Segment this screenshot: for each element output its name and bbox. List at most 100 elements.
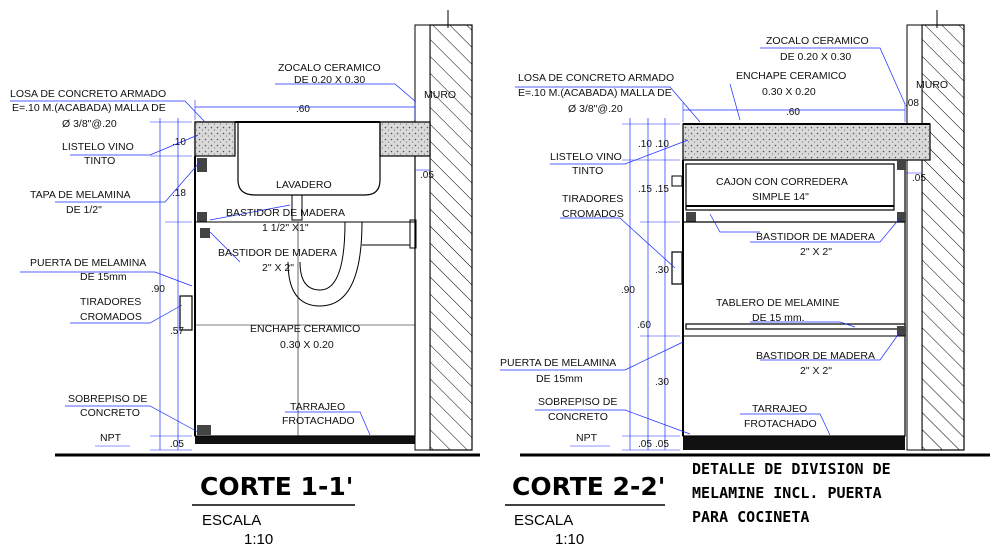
dim-width-r: .60 (786, 107, 800, 118)
label-sobrepiso-1: SOBREPISO DE (68, 393, 147, 405)
label-tarrajeo-2: FROTACHADO (282, 415, 355, 427)
escala-label-1: ESCALA (202, 512, 261, 529)
label-zocalo-1-r: ZOCALO CERAMICO (766, 35, 869, 47)
countertop-slab-2 (682, 123, 931, 161)
dim-05: .05 (170, 439, 184, 450)
frame-mid-left (686, 212, 696, 222)
label-bastidor-2b: 2" X 2" (262, 262, 294, 274)
section-corte-2: LOSA DE CONCRETO ARMADO E=.10 M.(ACABADA… (500, 10, 990, 548)
dim-10a-r: .10 (638, 139, 652, 150)
cabinet-body (194, 121, 416, 437)
label-losa-2-r: E=.10 M.(ACABADA) MALLA DE (518, 87, 672, 99)
shelf-board (685, 323, 906, 330)
label-listelo-1: LISTELO VINO (62, 141, 134, 153)
dim-width: .60 (296, 104, 310, 115)
escala-ratio-1: 1:10 (244, 531, 273, 548)
label-npt-r: NPT (576, 432, 598, 444)
label-bastidor-1a-r: BASTIDOR DE MADERA (756, 231, 875, 243)
escala-ratio-2: 1:10 (555, 531, 584, 548)
dim-15b-r: .15 (655, 184, 669, 195)
label-zocalo-2: DE 0.20 X 0.30 (294, 74, 365, 86)
dim-wall-a-r: .08 (905, 98, 919, 109)
label-bastidor-2a-r: BASTIDOR DE MADERA (756, 350, 875, 362)
label-tarrajeo-1-r: TARRAJEO (752, 403, 807, 415)
label-losa-3: Ø 3/8"@.20 (62, 118, 117, 130)
label-losa-2: E=.10 M.(ACABADA) MALLA DE (12, 102, 166, 114)
sobrepiso-slab-2 (683, 436, 905, 450)
escala-label-2: ESCALA (514, 512, 573, 529)
label-sobrepiso-2: CONCRETO (80, 407, 140, 419)
door-handle (179, 295, 193, 331)
note-line-1: DETALLE DE DIVISION DE (692, 460, 891, 478)
note-line-3: PARA COCINETA (692, 508, 809, 526)
label-bastidor-2b-r: 2" X 2" (800, 365, 832, 377)
label-tablero-2: DE 15 mm. (752, 312, 805, 324)
wall-right (429, 24, 473, 451)
label-listelo-2: TINTO (84, 155, 115, 167)
label-bastidor-2a: BASTIDOR DE MADERA (218, 247, 337, 259)
title-corte-2: CORTE 2-2' (512, 472, 665, 501)
label-tiradores-1-r: TIRADORES (562, 193, 623, 205)
p-trap (287, 221, 411, 307)
dim-10: .10 (172, 137, 186, 148)
label-losa-1: LOSA DE CONCRETO ARMADO (10, 88, 166, 100)
dim-30a-r: .30 (655, 265, 669, 276)
label-bastidor-1a: BASTIDOR DE MADERA (226, 207, 345, 219)
sink-bowl (237, 122, 381, 196)
dim-wall: .05 (420, 170, 434, 181)
bastidor-left-mid (197, 212, 207, 222)
dim-05a-r: .05 (638, 439, 652, 450)
label-puerta-1-r: PUERTA DE MELAMINA (500, 357, 616, 369)
label-bastidor-1b-r: 2" X 2" (800, 246, 832, 258)
countertop-slab-right (379, 121, 431, 157)
label-puerta-2-r: DE 15mm (536, 373, 583, 385)
label-enchape-1: ENCHAPE CERAMICO (250, 323, 360, 335)
pipe-outlet (409, 219, 417, 249)
label-tarrajeo-1: TARRAJEO (290, 401, 345, 413)
label-muro: MURO (424, 89, 456, 101)
note-line-2: MELAMINE INCL. PUERTA (692, 484, 882, 502)
frame-shelf-right (897, 326, 906, 336)
dim-60-r: .60 (637, 320, 651, 331)
label-tablero-1: TABLERO DE MELAMINE (716, 297, 840, 309)
label-lavadero: LAVADERO (276, 179, 332, 191)
label-puerta-1: PUERTA DE MELAMINA (30, 257, 146, 269)
label-listelo-1-r: LISTELO VINO (550, 151, 622, 163)
dim-30b-r: .30 (655, 377, 669, 388)
bastidor-left-lower (200, 228, 210, 238)
label-enchape-2-r: 0.30 X 0.20 (762, 86, 816, 98)
label-tiradores-2-r: CROMADOS (562, 208, 624, 220)
dim-57: .57 (170, 326, 184, 337)
label-tiradores-2: CROMADOS (80, 311, 142, 323)
label-enchape-1-r: ENCHAPE CERAMICO (736, 70, 846, 82)
label-tapa-1: TAPA DE MELAMINA (30, 189, 131, 201)
dim-18: .18 (172, 188, 186, 199)
dim-10b-r: .10 (655, 139, 669, 150)
label-cajon-1: CAJON CON CORREDERA (716, 176, 848, 188)
label-npt: NPT (100, 432, 122, 444)
label-bastidor-1b: 1 1/2" X1" (262, 222, 309, 234)
label-sobrepiso-1-r: SOBREPISO DE (538, 396, 617, 408)
label-tiradores-1: TIRADORES (80, 296, 141, 308)
label-tarrajeo-2-r: FROTACHADO (744, 418, 817, 430)
label-tapa-2: DE 1/2" (66, 204, 102, 216)
drawer-handle (671, 175, 683, 187)
drawer-box (685, 163, 895, 211)
frame-mid-right (897, 212, 906, 222)
label-sobrepiso-2-r: CONCRETO (548, 411, 608, 423)
dim-wall-b-r: .05 (912, 173, 926, 184)
sobrepiso-slab (195, 436, 415, 444)
door-handle-2 (671, 251, 683, 285)
label-losa-1-r: LOSA DE CONCRETO ARMADO (518, 72, 674, 84)
label-enchape-2: 0.30 X 0.20 (280, 339, 334, 351)
title-corte-1: CORTE 1-1' (200, 472, 353, 501)
dim-05b-r: .05 (655, 439, 669, 450)
label-zocalo-2-r: DE 0.20 X 0.30 (780, 51, 851, 63)
bastidor-left-bottom (197, 425, 211, 435)
countertop-slab (194, 121, 236, 157)
label-cajon-2: SIMPLE 14" (752, 191, 809, 203)
label-muro-r: MURO (916, 79, 948, 91)
dim-15a-r: .15 (638, 184, 652, 195)
label-losa-3-r: Ø 3/8"@.20 (568, 103, 623, 115)
dim-90: .90 (151, 284, 165, 295)
